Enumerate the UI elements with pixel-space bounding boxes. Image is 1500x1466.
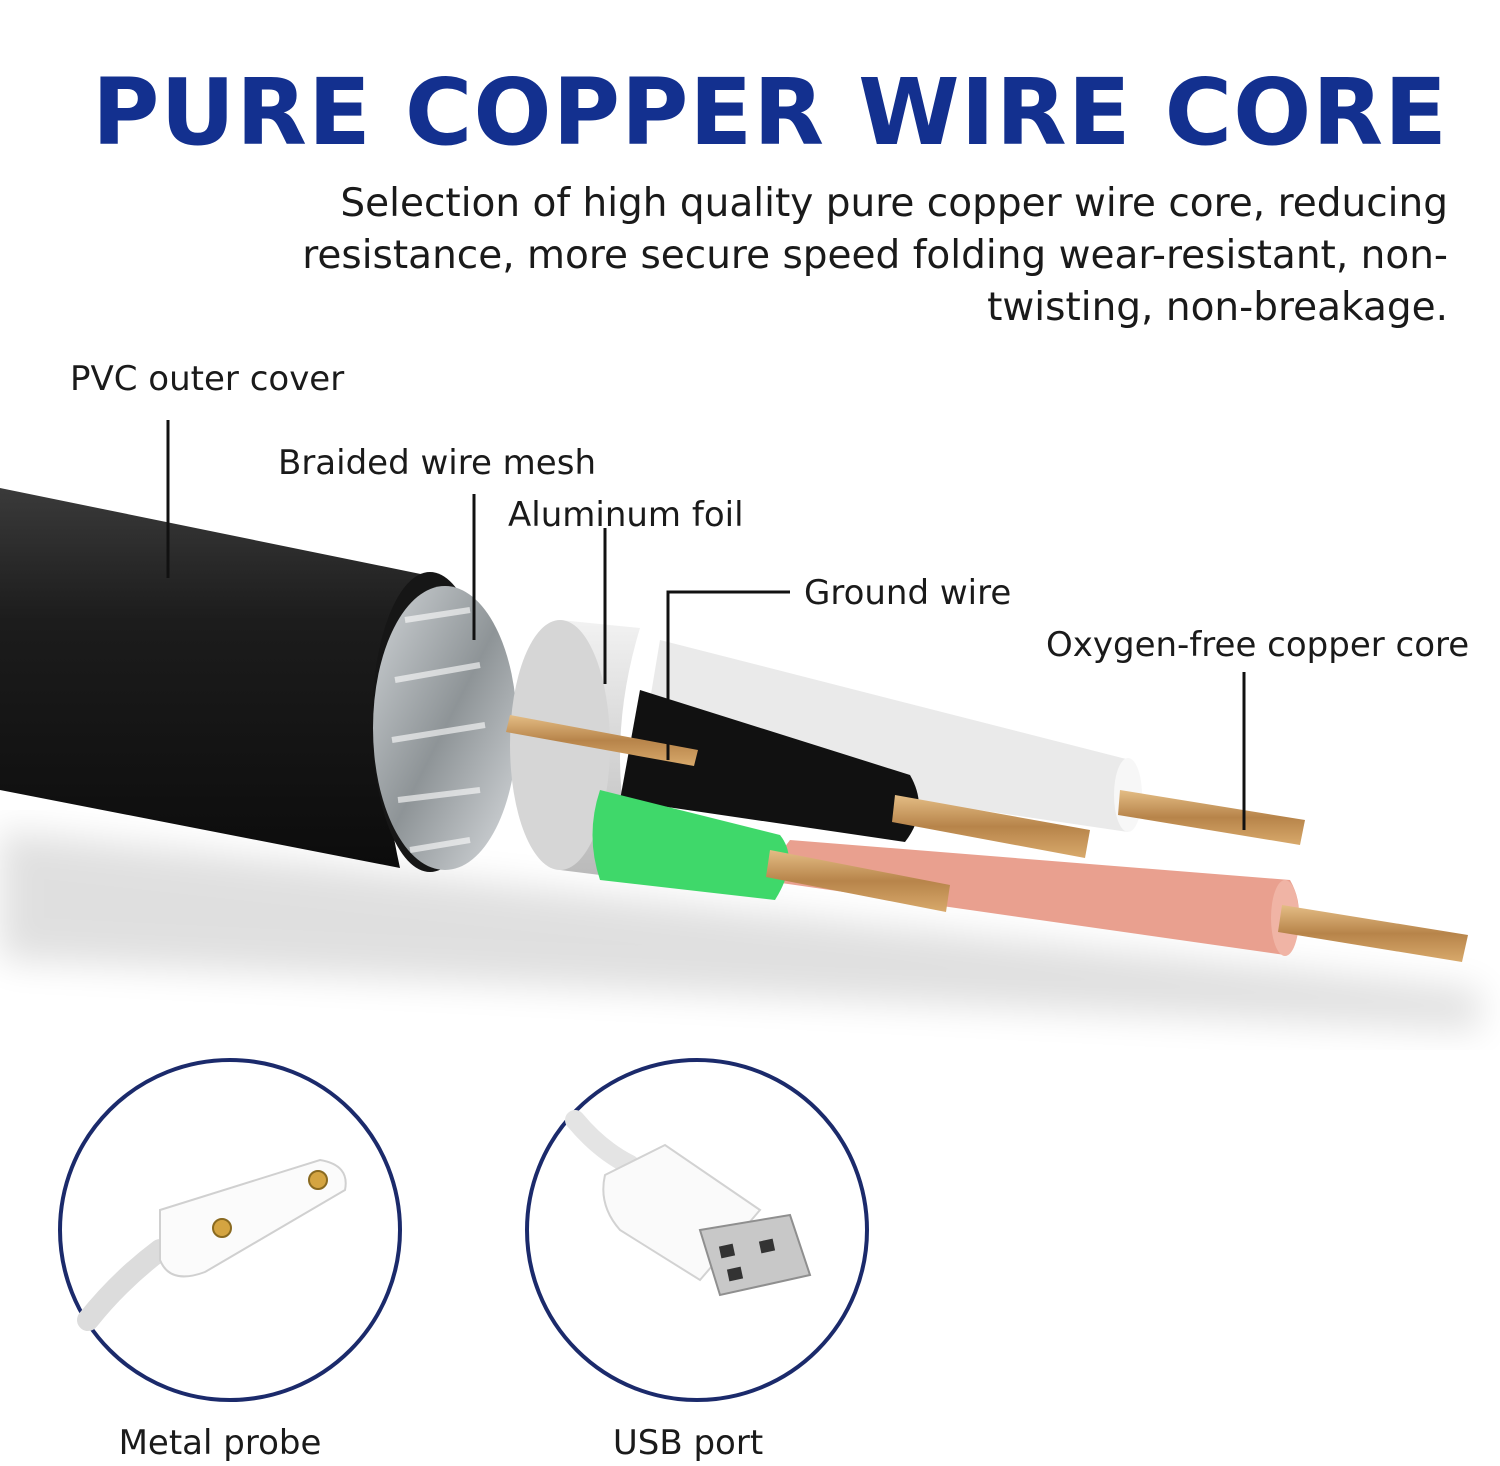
ground-leader-line — [666, 590, 790, 760]
braided-mesh — [373, 586, 517, 870]
label-braided-wire-mesh: Braided wire mesh — [278, 443, 596, 483]
label-ground-wire: Ground wire — [804, 573, 1012, 613]
ground-wire — [506, 715, 698, 766]
charger-probe-icon — [77, 1158, 347, 1331]
page-title: PURE COPPER WIRE CORE — [92, 59, 1448, 166]
red-wire — [760, 840, 1299, 955]
label-oxygen-free-copper-core: Oxygen-free copper core — [1046, 625, 1470, 665]
pvc-jacket — [0, 488, 440, 868]
green-wire — [592, 790, 789, 900]
label-aluminum-foil: Aluminum foil — [508, 495, 744, 535]
caption-usb-port: USB port — [612, 1423, 764, 1463]
usb-plug-icon — [565, 1110, 812, 1297]
caption-metal-probe: Metal probe — [118, 1423, 322, 1463]
description-text: Selection of high quality pure copper wi… — [302, 181, 1448, 330]
black-wire — [620, 690, 919, 842]
white-wire — [640, 640, 1140, 832]
label-pvc-outer-cover: PVC outer cover — [70, 359, 345, 399]
